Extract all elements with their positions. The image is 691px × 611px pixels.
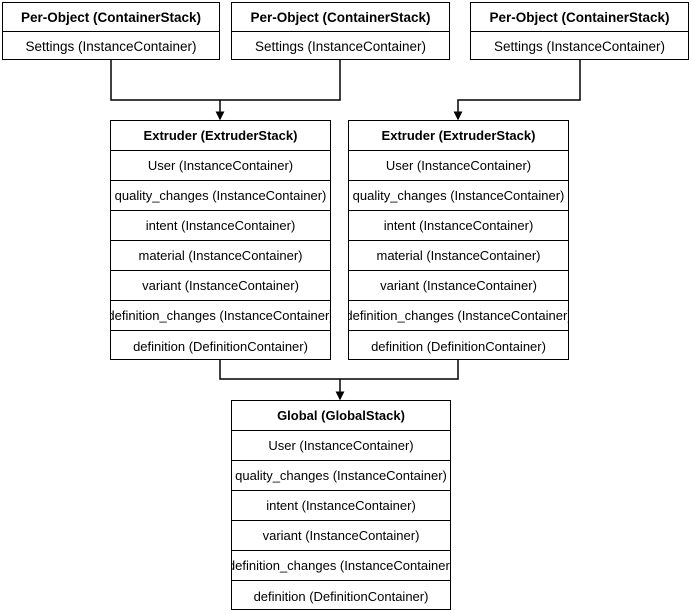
extruder-stack-2[interactable]: Extruder (ExtruderStack) User (InstanceC…: [348, 120, 569, 360]
per-object-stack-3-row-settings[interactable]: Settings (InstanceContainer): [493, 39, 666, 54]
global-stack[interactable]: Global (GlobalStack) User (InstanceConta…: [231, 400, 451, 610]
extruder-stack-2-header: Extruder (ExtruderStack): [349, 121, 568, 151]
per-object-stack-2-row-settings[interactable]: Settings (InstanceContainer): [254, 39, 427, 54]
global-stack-row-intent[interactable]: intent (InstanceContainer): [232, 491, 450, 521]
per-object-stack-1[interactable]: Per-Object (ContainerStack) Settings (In…: [2, 2, 220, 60]
extruder-stack-2-row-definition-changes[interactable]: definition_changes (InstanceContainer): [349, 301, 568, 331]
extruder-stack-2-row-intent[interactable]: intent (InstanceContainer): [349, 211, 568, 241]
global-stack-header: Global (GlobalStack): [232, 401, 450, 431]
extruder-stack-1-row-material[interactable]: material (InstanceContainer): [111, 241, 330, 271]
extruder-stack-2-row-material[interactable]: material (InstanceContainer): [349, 241, 568, 271]
edge-extruder-1-to-global: [219, 360, 340, 380]
per-object-stack-2-header: Per-Object (ContainerStack): [232, 3, 449, 32]
extruder-stack-1-row-user[interactable]: User (InstanceContainer): [111, 151, 330, 181]
per-object-stack-1-header: Per-Object (ContainerStack): [3, 3, 219, 32]
edge-per-object-3-to-extruder-2: [453, 60, 581, 121]
extruder-stack-1-row-variant[interactable]: variant (InstanceContainer): [111, 271, 330, 301]
edge-per-object-1-to-extruder-1: [110, 60, 220, 101]
extruder-stack-1[interactable]: Extruder (ExtruderStack) User (InstanceC…: [110, 120, 331, 360]
per-object-stack-3-header: Per-Object (ContainerStack): [471, 3, 688, 32]
extruder-stack-2-row-definition[interactable]: definition (DefinitionContainer): [371, 338, 546, 354]
global-stack-row-definition-changes[interactable]: definition_changes (InstanceContainer): [232, 551, 450, 581]
extruder-stack-2-row-variant[interactable]: variant (InstanceContainer): [349, 271, 568, 301]
edge-per-object-2-to-extruder-1: [220, 60, 341, 101]
extruder-stack-2-row-user[interactable]: User (InstanceContainer): [349, 151, 568, 181]
extruder-stack-1-row-definition[interactable]: definition (DefinitionContainer): [133, 338, 308, 354]
extruder-stack-1-header: Extruder (ExtruderStack): [111, 121, 330, 151]
edge-extruder-2-to-global: [340, 360, 459, 380]
extruder-stack-1-row-quality-changes[interactable]: quality_changes (InstanceContainer): [111, 181, 330, 211]
global-stack-row-definition[interactable]: definition (DefinitionContainer): [253, 588, 429, 604]
per-object-stack-1-row-settings[interactable]: Settings (InstanceContainer): [25, 39, 197, 54]
per-object-stack-3[interactable]: Per-Object (ContainerStack) Settings (In…: [470, 2, 689, 60]
global-stack-row-quality-changes[interactable]: quality_changes (InstanceContainer): [232, 461, 450, 491]
extruder-stack-2-row-quality-changes[interactable]: quality_changes (InstanceContainer): [349, 181, 568, 211]
extruder-stack-1-row-intent[interactable]: intent (InstanceContainer): [111, 211, 330, 241]
global-stack-row-variant[interactable]: variant (InstanceContainer): [232, 521, 450, 551]
global-stack-row-user[interactable]: User (InstanceContainer): [232, 431, 450, 461]
per-object-stack-2[interactable]: Per-Object (ContainerStack) Settings (In…: [231, 2, 450, 60]
extruder-stack-1-row-definition-changes[interactable]: definition_changes (InstanceContainer): [111, 301, 330, 331]
